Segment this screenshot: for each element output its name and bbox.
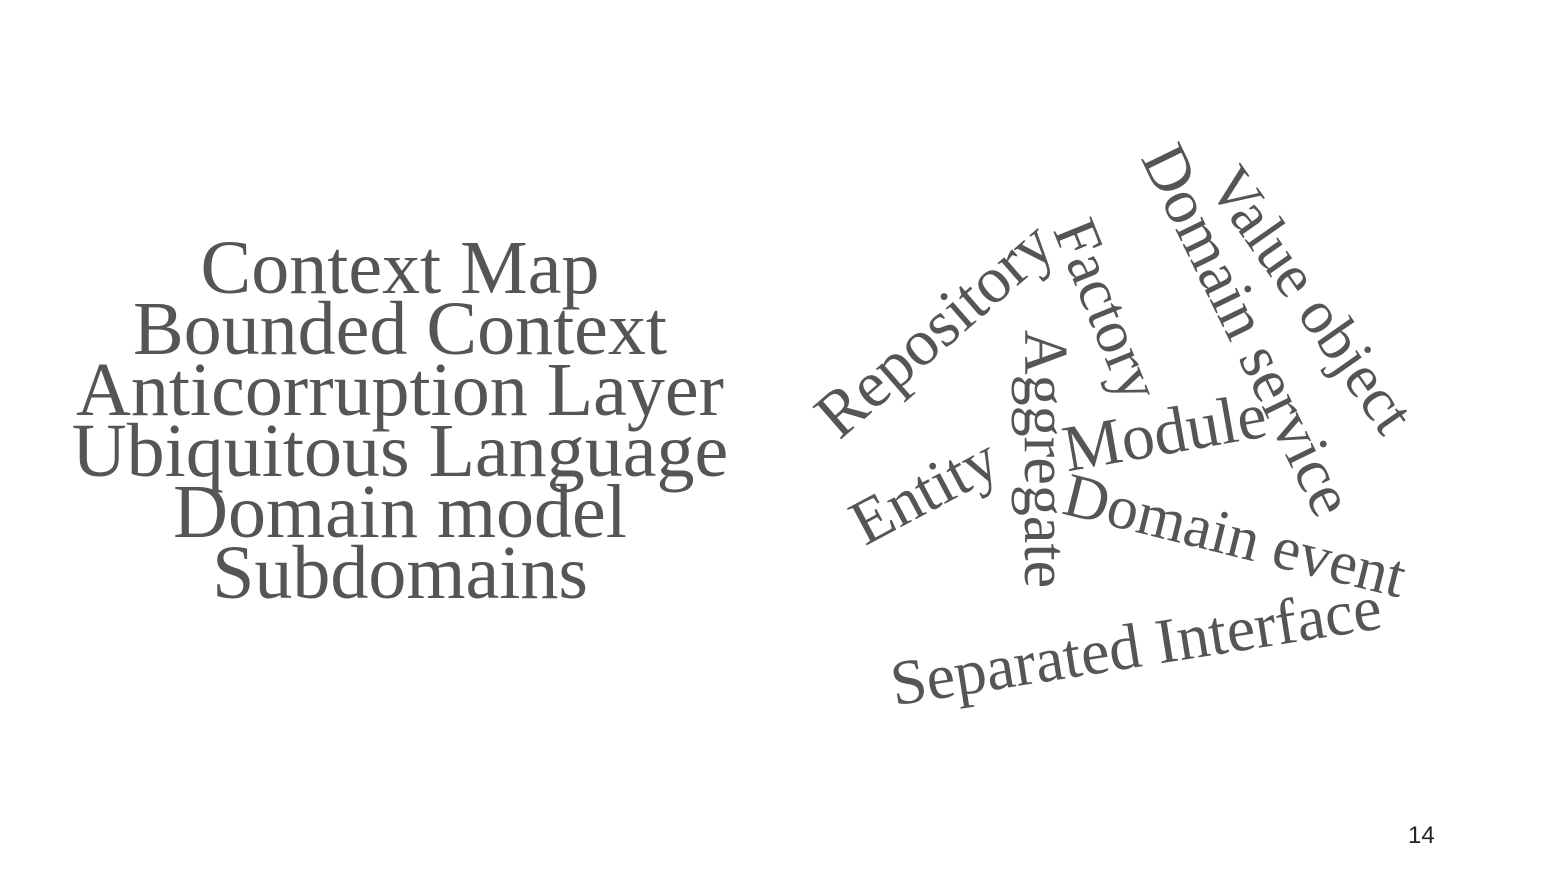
term-entity: Entity <box>838 422 1010 559</box>
term-anticorruption-layer: Anticorruption Layer <box>76 348 724 432</box>
term-subdomains: Subdomains <box>212 531 588 615</box>
term-ubiquitous-language: Ubiquitous Language <box>71 409 729 493</box>
term-separated-interface: Separated Interface <box>885 571 1387 720</box>
strategic-design-terms: Context Map Bounded Context Anticorrupti… <box>40 226 760 615</box>
term-bounded-context: Bounded Context <box>132 287 668 371</box>
term-context-map: Context Map <box>200 226 600 310</box>
term-domain-model: Domain model <box>173 470 627 554</box>
page-number: 14 <box>1408 822 1435 849</box>
